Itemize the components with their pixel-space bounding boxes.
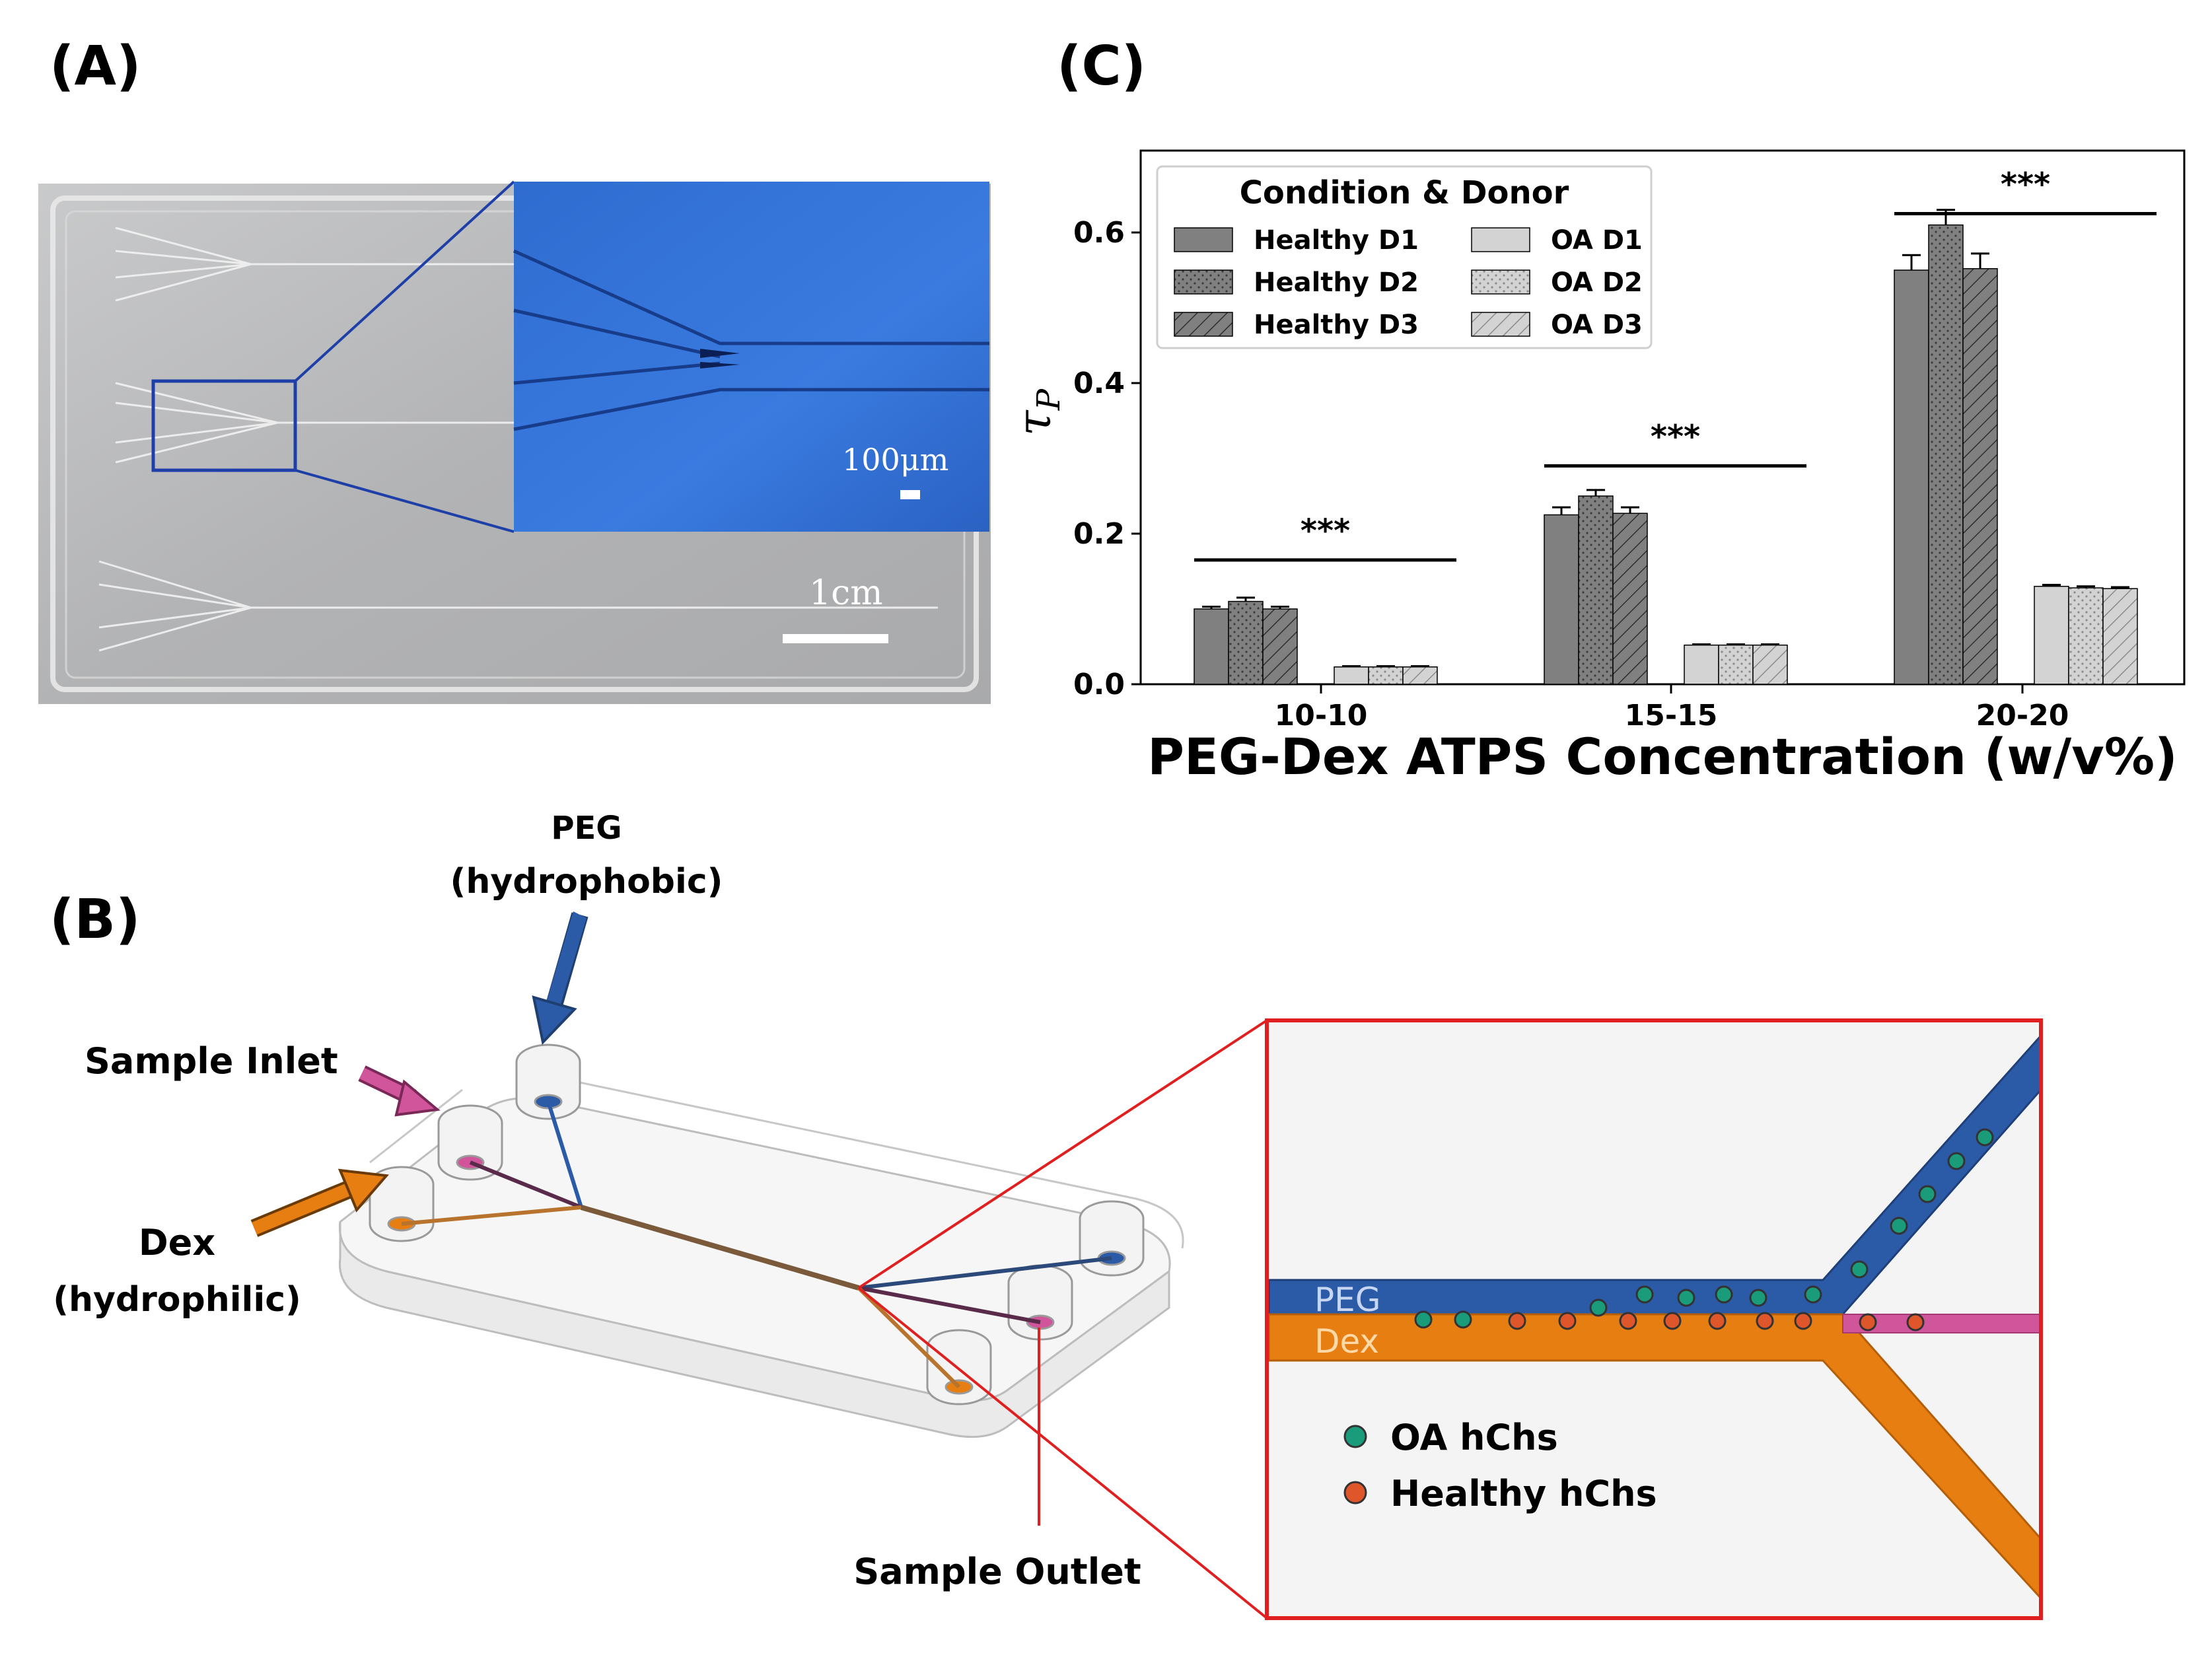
legend-swatch bbox=[1174, 312, 1233, 337]
legend-swatch bbox=[1471, 227, 1530, 252]
y-tick-label: 0.6 bbox=[1073, 216, 1125, 250]
bar-healthy-d1-15-15 bbox=[1544, 514, 1579, 685]
port-sample-inlet bbox=[437, 1104, 503, 1181]
significance-label: *** bbox=[1301, 513, 1350, 550]
bar-oa-d2-20-20 bbox=[2068, 587, 2104, 685]
bar-healthy-d3-15-15 bbox=[1612, 513, 1648, 685]
legend-title: Condition & Donor bbox=[1240, 174, 1569, 211]
bar-healthy-d2-20-20 bbox=[1928, 224, 1964, 685]
arrow-sample-inlet bbox=[394, 1079, 441, 1117]
scale-label-1cm: 1cm bbox=[809, 573, 883, 613]
bar-healthy-d3-20-20 bbox=[1962, 267, 1998, 685]
port-outlet-sample bbox=[1007, 1264, 1073, 1341]
port-outlet-peg bbox=[1079, 1200, 1145, 1277]
label-sample-inlet: Sample Inlet bbox=[85, 1040, 338, 1082]
legend-label: OA D3 bbox=[1551, 310, 1643, 340]
bar-healthy-d1-10-10 bbox=[1194, 608, 1229, 685]
bar-oa-d2-10-10 bbox=[1368, 666, 1404, 685]
label-peg-sub: (hydrophobic) bbox=[450, 862, 723, 902]
channel-label-peg: PEG bbox=[1314, 1281, 1381, 1319]
y-axis-label: τP bbox=[1007, 388, 1067, 436]
bar-oa-d1-20-20 bbox=[2034, 586, 2069, 685]
chart-bars bbox=[1194, 209, 2138, 685]
chart-legend: Condition & Donor Healthy D1 Healthy D2 He… bbox=[1156, 165, 1653, 349]
bar-oa-d3-20-20 bbox=[2102, 588, 2138, 685]
legend-label: Healthy D2 bbox=[1254, 267, 1419, 298]
y-axis-label-main: τ bbox=[1007, 409, 1061, 436]
bar-oa-d2-15-15 bbox=[1718, 644, 1754, 685]
bar-healthy-d3-10-10 bbox=[1262, 608, 1298, 685]
legend-swatch bbox=[1174, 269, 1233, 295]
photo-channels bbox=[98, 227, 938, 652]
label-dex-sub: (hydrophilic) bbox=[53, 1280, 301, 1320]
channel-label-dex: Dex bbox=[1314, 1322, 1379, 1361]
x-tick-label: 20-20 bbox=[1976, 699, 2069, 732]
y-tick-label: 0.2 bbox=[1073, 517, 1125, 551]
x-tick-label: 15-15 bbox=[1625, 699, 1718, 732]
scale-bar-100um bbox=[900, 490, 920, 499]
x-tick-label: 10-10 bbox=[1275, 699, 1368, 732]
panel-a-photo: 100μm 1cm bbox=[38, 180, 991, 704]
bar-oa-d1-15-15 bbox=[1684, 644, 1719, 685]
y-tick-label: 0.4 bbox=[1073, 367, 1125, 400]
scale-label-100um: 100μm bbox=[842, 442, 948, 478]
legend-label: OA D1 bbox=[1551, 225, 1643, 256]
legend-marker-oa bbox=[1343, 1425, 1367, 1448]
legend-label-oa: OA hChs bbox=[1390, 1417, 1558, 1458]
legend-swatch bbox=[1174, 227, 1233, 252]
legend-swatch bbox=[1471, 312, 1530, 337]
label-sample-outlet: Sample Outlet bbox=[853, 1551, 1141, 1592]
y-axis-label-sub: P bbox=[1030, 388, 1067, 411]
panel-label-b: (B) bbox=[50, 888, 140, 951]
chart-axis-ticks: 0.0 0.2 0.4 0.6 10-10 15-15 20-20 bbox=[1073, 216, 2069, 732]
panel-label-c: (C) bbox=[1057, 35, 1146, 98]
chip-side-face bbox=[338, 1221, 1170, 1438]
cells bbox=[1414, 1128, 1994, 1331]
photo-zoom-box bbox=[151, 379, 297, 472]
arrow-peg bbox=[532, 995, 577, 1046]
channel-peg bbox=[1269, 1036, 2039, 1316]
bar-oa-d3-15-15 bbox=[1752, 644, 1788, 685]
legend-frame bbox=[1156, 165, 1653, 349]
chart-significance: *** *** *** bbox=[1194, 166, 2157, 562]
significance-label: *** bbox=[2001, 166, 2050, 203]
channel-sample-outlet bbox=[1842, 1314, 2039, 1333]
chip-ports bbox=[369, 1044, 1145, 1405]
panel-b-chip: PEG (hydrophobic) Sample Inlet Dex (hydr… bbox=[53, 810, 1268, 1619]
x-axis-label: PEG-Dex ATPS Concentration (w/v%) bbox=[1147, 727, 2177, 786]
inset-legend: OA hChs Healthy hChs bbox=[1343, 1417, 1657, 1514]
bar-healthy-d2-10-10 bbox=[1228, 600, 1264, 685]
port-peg bbox=[515, 1044, 581, 1120]
y-tick-label: 0.0 bbox=[1073, 668, 1125, 701]
legend-label: Healthy D3 bbox=[1254, 310, 1419, 340]
scale-bar-1cm bbox=[783, 634, 888, 643]
micrograph-inset: 100μm bbox=[513, 182, 989, 532]
bar-oa-d3-10-10 bbox=[1402, 666, 1438, 685]
legend-swatch bbox=[1471, 269, 1530, 295]
arrow-dex bbox=[338, 1168, 389, 1213]
legend-marker-healthy bbox=[1343, 1481, 1367, 1505]
zoom-inset: PEG Dex OA hChs bbox=[1265, 1018, 2043, 1620]
label-peg: PEG bbox=[551, 810, 622, 847]
significance-label: *** bbox=[1651, 418, 1700, 455]
bar-healthy-d2-15-15 bbox=[1578, 495, 1614, 685]
legend-label: OA D2 bbox=[1551, 267, 1643, 298]
panel-label-a: (A) bbox=[50, 35, 141, 98]
legend-label: Healthy D1 bbox=[1254, 225, 1419, 256]
label-dex: Dex bbox=[139, 1222, 215, 1263]
legend-label-healthy: Healthy hChs bbox=[1390, 1473, 1657, 1514]
chip-channels bbox=[401, 1101, 1112, 1389]
bar-oa-d1-10-10 bbox=[1334, 666, 1369, 685]
bar-healthy-d1-20-20 bbox=[1894, 269, 1929, 685]
